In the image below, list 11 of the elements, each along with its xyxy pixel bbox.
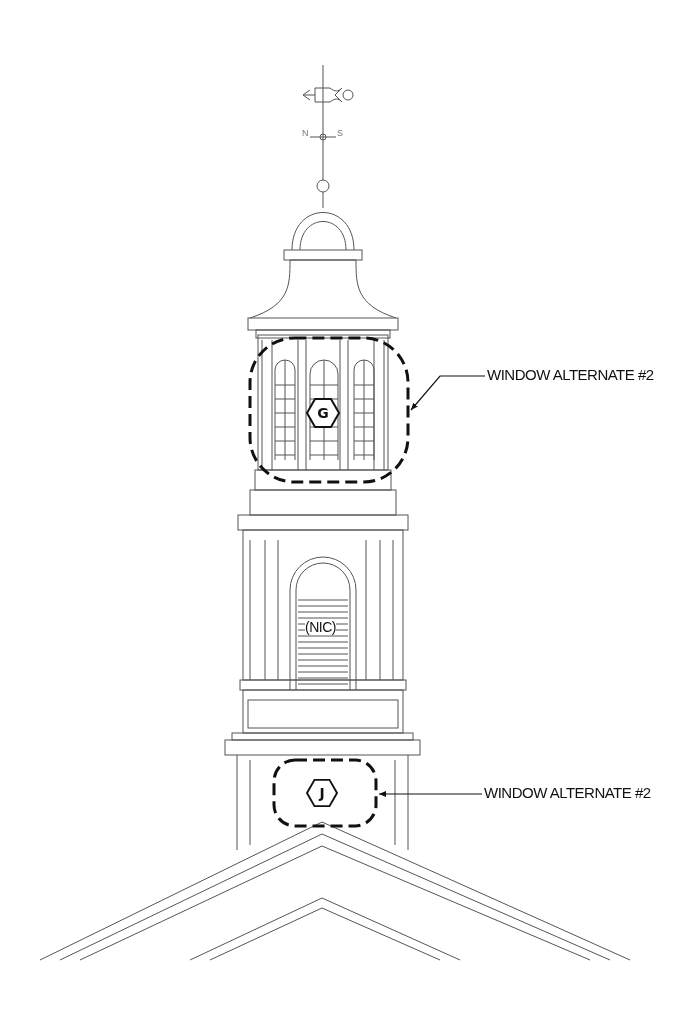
- hexagon-tag: J: [306, 778, 338, 808]
- leader-line: [410, 375, 486, 411]
- hexagon-tag: G: [306, 397, 340, 429]
- compass-letter: S: [337, 128, 343, 138]
- note-text: (NIC): [305, 619, 336, 635]
- callout-text: WINDOW ALTERNATE #2: [484, 784, 651, 801]
- leader-line: [378, 791, 483, 797]
- revision-cloud: [272, 758, 378, 828]
- callout-text: WINDOW ALTERNATE #2: [487, 366, 654, 383]
- revision-cloud: [248, 336, 410, 484]
- compass-letter: N: [302, 128, 308, 138]
